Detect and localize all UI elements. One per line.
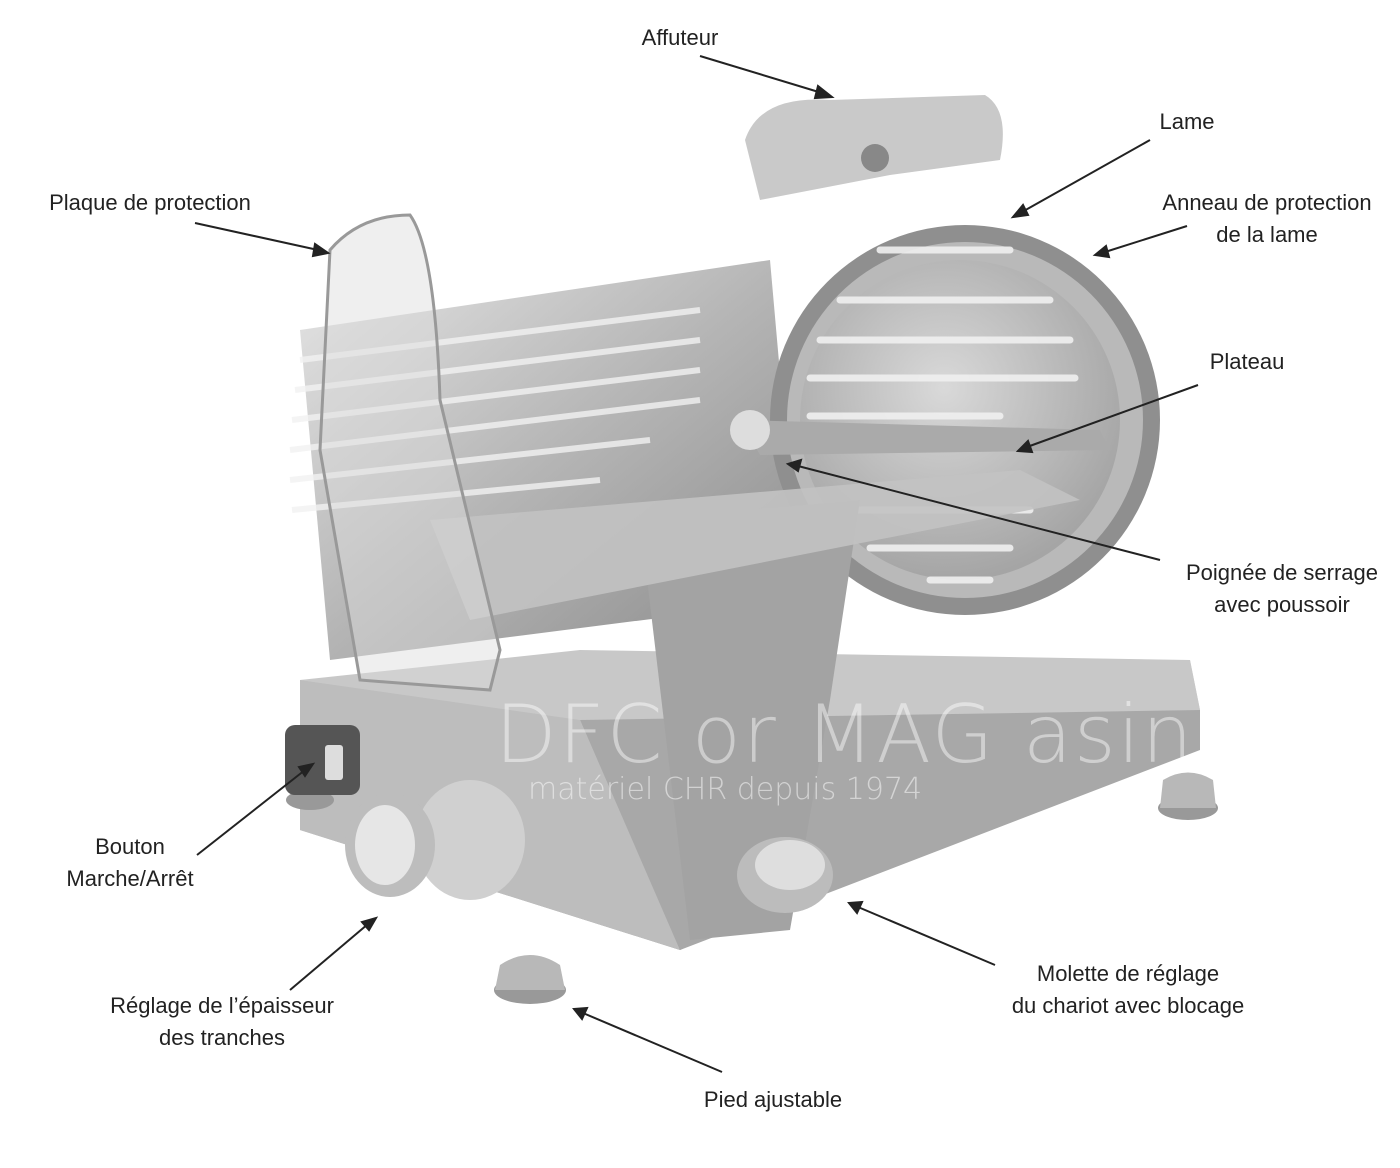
label-reglage-line1: Réglage de l’épaisseur: [110, 993, 334, 1018]
label-anneau-line2: de la lame: [1216, 222, 1318, 247]
carriage: [430, 470, 1080, 620]
label-affuteur: Affuteur: [641, 25, 719, 50]
label-bouton: Bouton Marche/Arrêt: [66, 831, 193, 895]
thickness-knob: [345, 780, 525, 900]
watermark-tagline: matériel CHR depuis 1974: [528, 772, 923, 807]
label-plaque: Plaque de protection: [49, 190, 251, 215]
carriage-knob: [737, 837, 833, 913]
carriage-arm: [640, 500, 860, 940]
label-poignee-line2: avec poussoir: [1214, 592, 1350, 617]
label-bouton-line1: Bouton: [95, 834, 165, 859]
label-reglage: Réglage de l’épaisseur des tranches: [110, 990, 334, 1054]
label-plateau: Plateau: [1209, 349, 1285, 374]
label-anneau: Anneau de protection de la lame: [1162, 187, 1371, 251]
label-bouton-line2: Marche/Arrêt: [66, 866, 194, 891]
label-molette-line1: Molette de réglage: [1036, 961, 1220, 986]
label-anneau-line1: Anneau de protection: [1162, 190, 1372, 215]
label-molette-line2: du chariot avec blocage: [1011, 993, 1245, 1018]
callout-arrows: [194, 55, 1199, 1073]
protection-plate: [318, 213, 502, 692]
clamp-handle: [740, 420, 1110, 455]
ribs: [289, 307, 701, 513]
label-molette: Molette de réglage du chariot avec bloca…: [1012, 958, 1244, 1022]
power-switch: [285, 725, 360, 795]
label-poignee: Poignée de serrage avec poussoir: [1186, 557, 1378, 621]
watermark-brand: DFC or MAG asins: [495, 688, 1239, 781]
label-pied: Pied ajustable: [703, 1087, 843, 1112]
label-poignee-line1: Poignée de serrage: [1185, 560, 1379, 585]
label-reglage-line2: des tranches: [159, 1025, 285, 1050]
label-lame: Lame: [1159, 109, 1215, 134]
